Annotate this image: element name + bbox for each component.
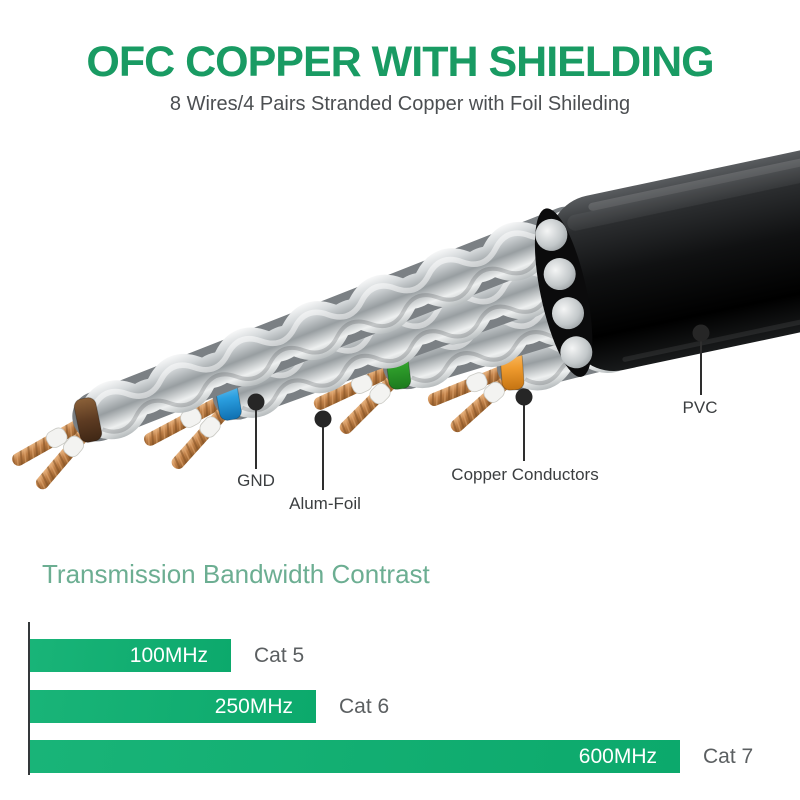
wire-sleeve [466,372,488,393]
chart-row-cat7: 600MHz Cat 7 [30,740,753,773]
category-label-cat7: Cat 7 [703,744,754,768]
pair-cross-section [543,258,576,291]
callout-label-pvc: PVC [682,398,718,417]
bar-value-label-cat5: 100MHz [129,643,208,667]
callout-pointer-copper-conductors [515,388,533,461]
callout-pointer-gnd [247,393,265,469]
copper-wire [144,397,224,446]
bar-value-label-cat7: 600MHz [578,744,657,768]
pair-cross-section [535,218,568,251]
callout-dot-gnd [247,393,265,411]
chart-axis-line [28,622,30,775]
copper-wire [427,366,508,406]
bar-cat7: 600MHz [30,740,680,773]
callout-label-gnd: GND [237,471,275,490]
copper-wire [450,376,511,433]
wire-sleeve [62,435,84,458]
wire-sleeve [369,383,391,405]
color-band-brown [73,397,103,443]
bar-cat6: 250MHz [30,690,316,723]
copper-wire [35,429,89,490]
twisted-pair-brown [12,206,592,490]
callout-pointer-alum-foil [314,410,332,490]
wire-sleeve [483,381,505,403]
bar-cat5: 100MHz [30,639,231,672]
copper-wire [339,375,398,434]
wire-sleeve [199,416,221,438]
pair-cross-section [560,336,593,369]
callout-dot-pvc [692,324,710,342]
pvc-jacket [534,105,800,377]
chart-title: Transmission Bandwidth Contrast [42,559,430,589]
copper-wire [313,365,394,410]
callout-dot-alum-foil [314,410,332,428]
jacket-highlight [588,108,800,211]
bar-value-label-cat6: 250MHz [214,694,293,718]
page-title: OFC COPPER WITH SHIELDING [86,38,714,86]
category-label-cat6: Cat 6 [339,694,390,718]
chart-row-cat5: 100MHz Cat 5 [30,639,304,672]
category-label-cat5: Cat 5 [254,643,305,667]
chart-row-cat6: 250MHz Cat 6 [30,690,389,723]
callout-pointer-pvc [692,324,710,395]
page-subtitle: 8 Wires/4 Pairs Stranded Copper with Foi… [169,93,631,115]
callout-label-alum-foil: Alum-Foil [289,494,361,513]
copper-wire [171,407,229,470]
copper-wire [12,419,84,466]
callout-dot-copper-conductors [515,388,533,406]
wire-sleeve [45,427,68,448]
pair-cross-section [552,297,585,330]
callout-label-copper-conductors: Copper Conductors [451,465,599,484]
